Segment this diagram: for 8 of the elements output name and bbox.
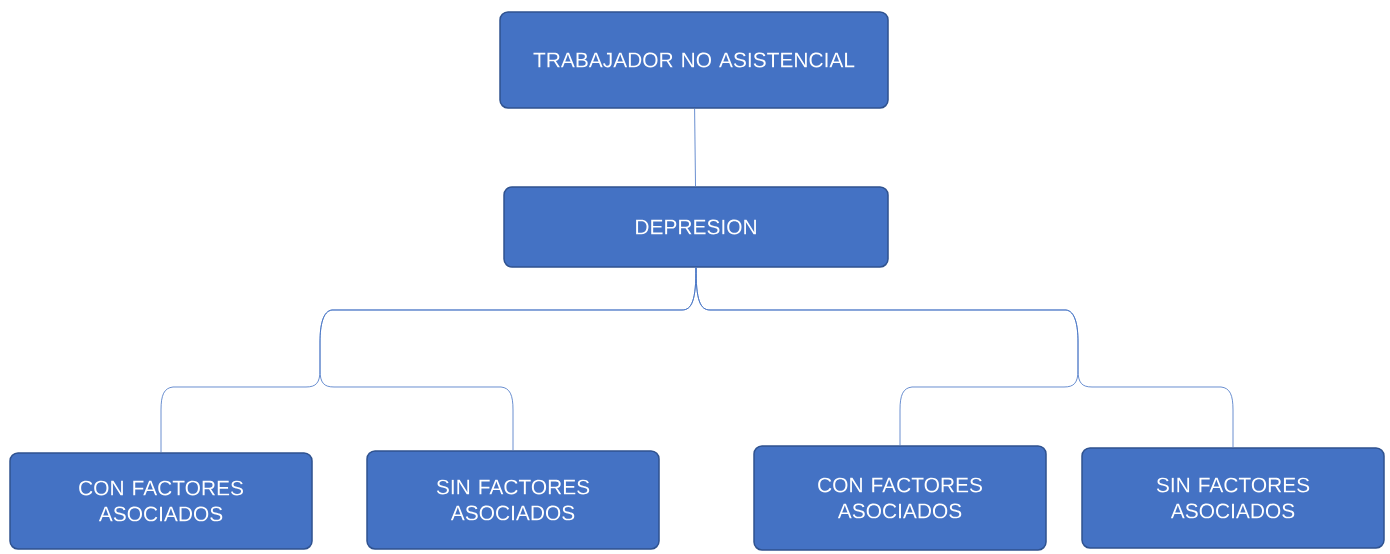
process-box: DEPRESION — [503, 186, 889, 268]
process-box: TRABAJADOR NO ASISTENCIAL — [499, 11, 889, 109]
process-box: SIN FACTORES ASOCIADOS — [366, 450, 660, 550]
process-box: CON FACTORES ASOCIADOS — [753, 445, 1047, 551]
connector-line — [695, 267, 1234, 448]
connector-line — [694, 108, 696, 187]
process-box: SIN FACTORES ASOCIADOS — [1081, 447, 1385, 549]
process-box: CON FACTORES ASOCIADOS — [9, 452, 313, 550]
